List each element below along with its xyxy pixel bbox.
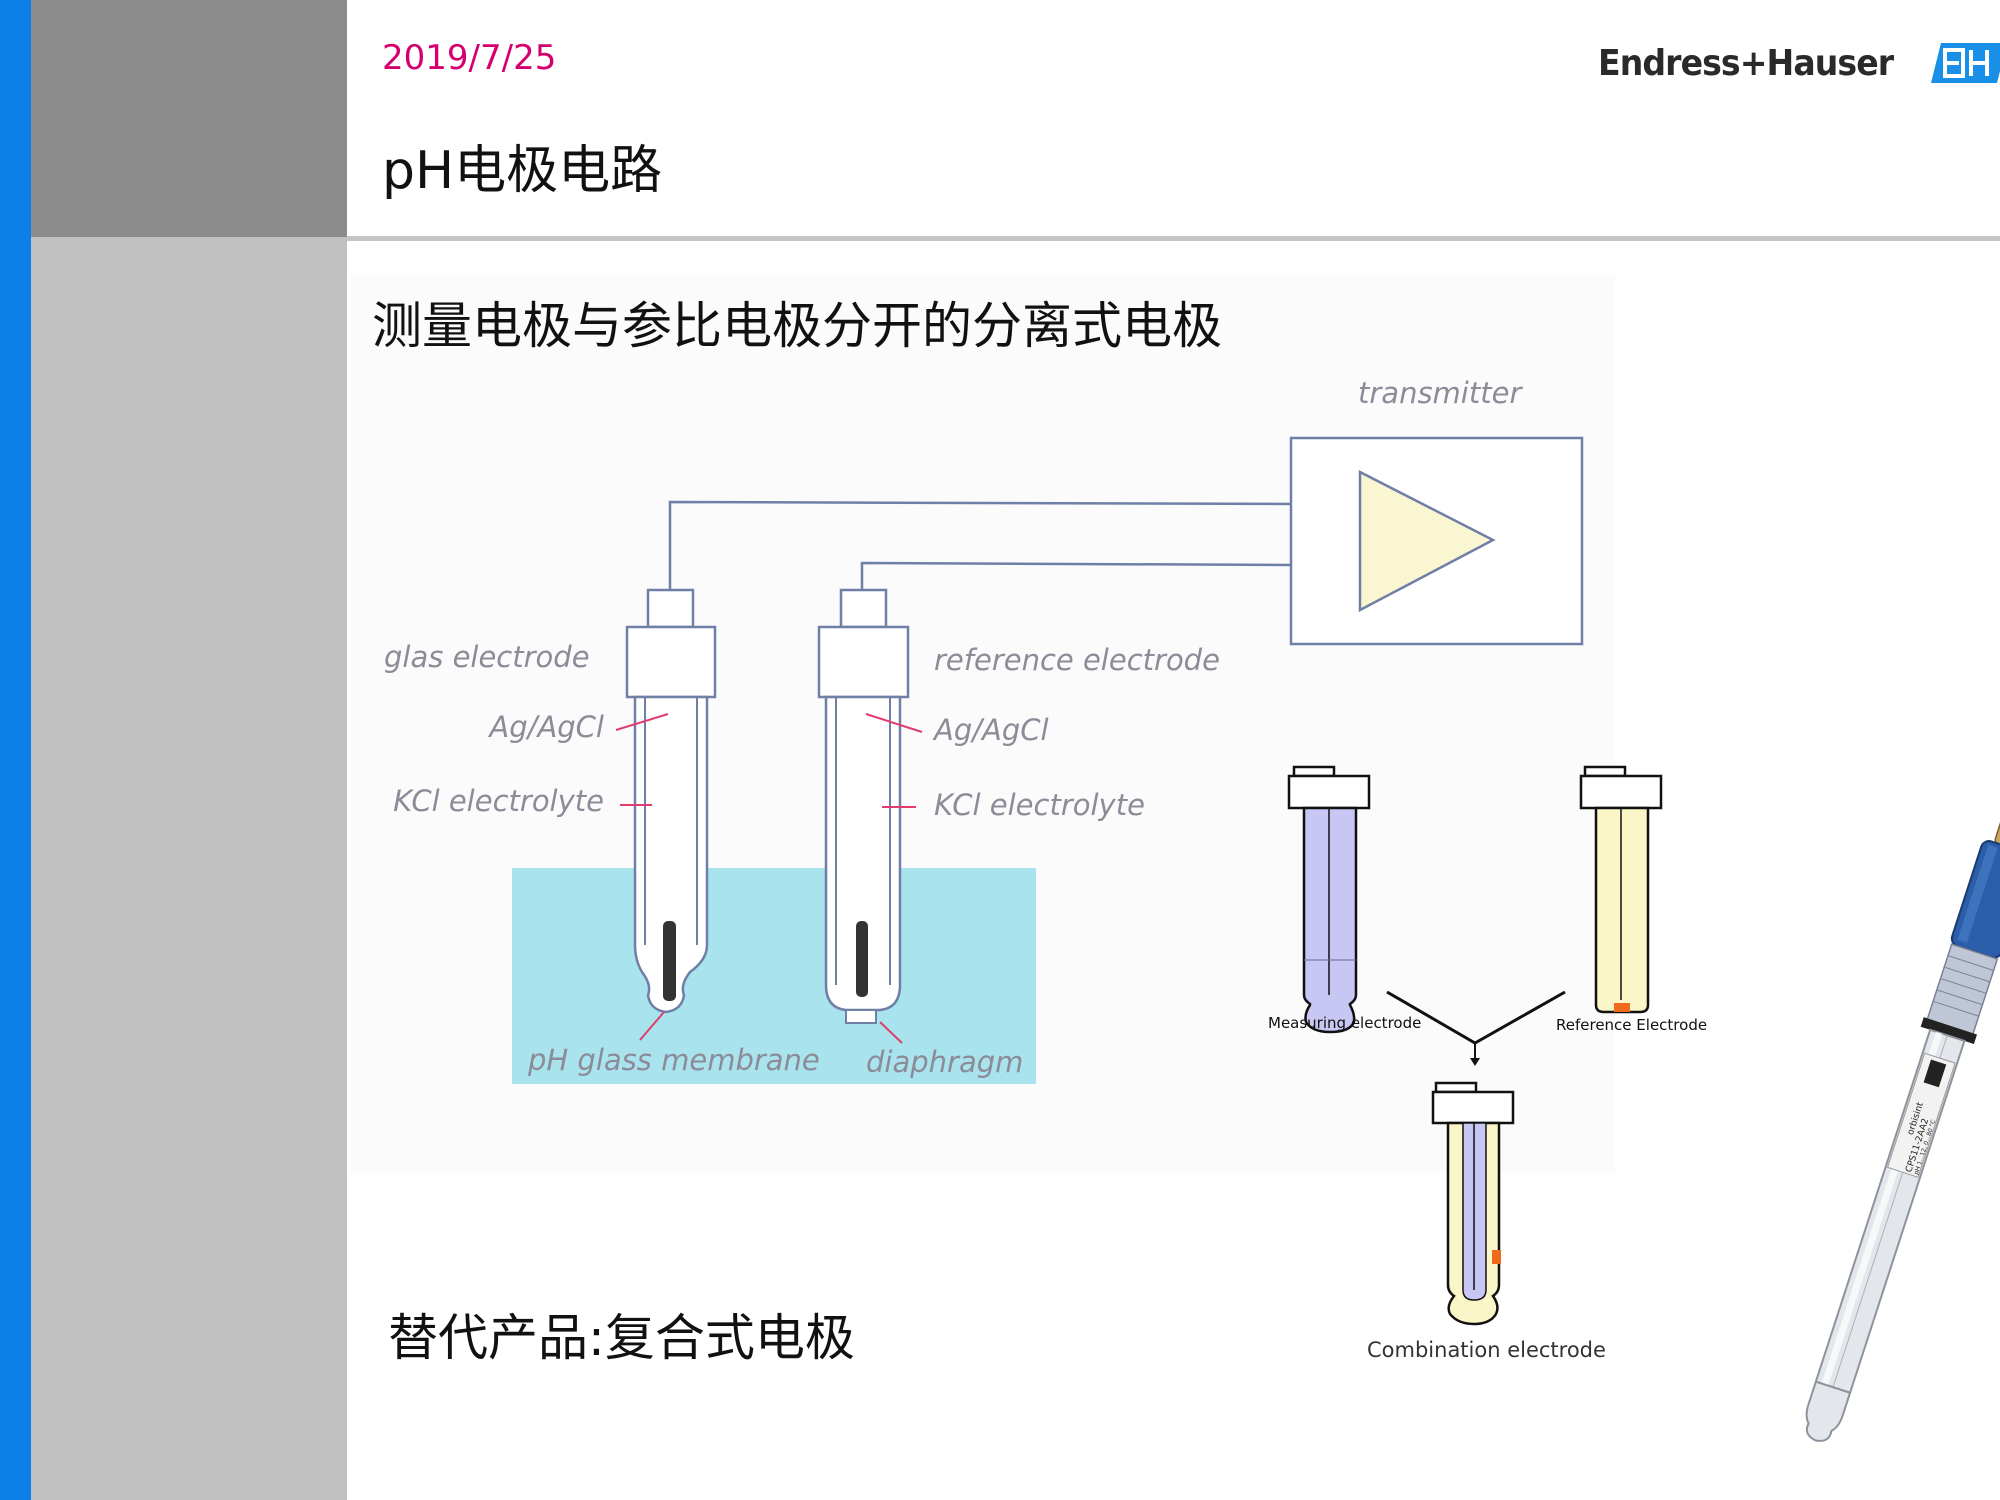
slide-title: pH电极电路 bbox=[382, 141, 663, 201]
label-kcl-right: KCl electrolyte bbox=[934, 788, 1145, 822]
label-reference-electrode: reference electrode bbox=[934, 643, 1220, 677]
glass-inner-wire bbox=[663, 921, 676, 1001]
alternative-product-label: 替代产品:复合式电极 bbox=[388, 1309, 855, 1367]
brand-logo: Endress+Hauser bbox=[1598, 38, 2000, 88]
combination-junction bbox=[1492, 1250, 1501, 1264]
side-panel bbox=[31, 237, 347, 1500]
label-measuring-electrode: Measuring electrode bbox=[1268, 1014, 1421, 1032]
brand-name: Endress+Hauser bbox=[1598, 42, 1894, 84]
label-reference-electrode-small: Reference Electrode bbox=[1556, 1016, 1707, 1034]
brand-mark-icon bbox=[1930, 43, 2000, 83]
label-agcl-right: Ag/AgCl bbox=[932, 713, 1049, 747]
label-diaphragm: diaphragm bbox=[866, 1045, 1023, 1079]
header-divider bbox=[347, 236, 2000, 241]
label-combination-electrode: Combination electrode bbox=[1367, 1338, 1606, 1362]
slide-subtitle: 测量电极与参比电极分开的分离式电极 bbox=[372, 297, 1222, 355]
arrowhead-icon bbox=[1470, 1058, 1480, 1066]
slide-date: 2019/7/25 bbox=[382, 38, 557, 78]
solution-bath bbox=[512, 868, 1036, 1084]
pointer-membrane bbox=[639, 1011, 665, 1041]
label-agcl-left: Ag/AgCl bbox=[487, 710, 604, 744]
reference-electrode-yellow bbox=[1579, 765, 1663, 1014]
label-kcl-left: KCl electrolyte bbox=[393, 784, 604, 818]
label-transmitter: transmitter bbox=[1358, 376, 1523, 410]
glass-electrode bbox=[625, 588, 717, 1014]
label-glas-electrode: glas electrode bbox=[384, 640, 590, 674]
amplifier-icon bbox=[1358, 469, 1496, 613]
measuring-electrode bbox=[1287, 765, 1371, 1034]
reference-inner-wire bbox=[856, 921, 868, 997]
pointer-agcl-left bbox=[615, 713, 669, 731]
header-side-block bbox=[31, 0, 347, 237]
pointer-diaphragm bbox=[879, 1021, 903, 1044]
accent-strip bbox=[0, 0, 31, 1500]
pointer-agcl-right bbox=[865, 713, 923, 733]
diaphragm-plug bbox=[845, 1009, 877, 1024]
reference-electrode bbox=[817, 588, 910, 1024]
label-ph-glass-membrane: pH glass membrane bbox=[527, 1043, 820, 1077]
electrode-tip bbox=[1805, 1380, 1852, 1442]
wire-reference bbox=[860, 561, 1292, 590]
wire-glass bbox=[668, 500, 1292, 590]
reference-junction bbox=[1614, 1003, 1630, 1012]
combination-electrode bbox=[1431, 1081, 1515, 1326]
